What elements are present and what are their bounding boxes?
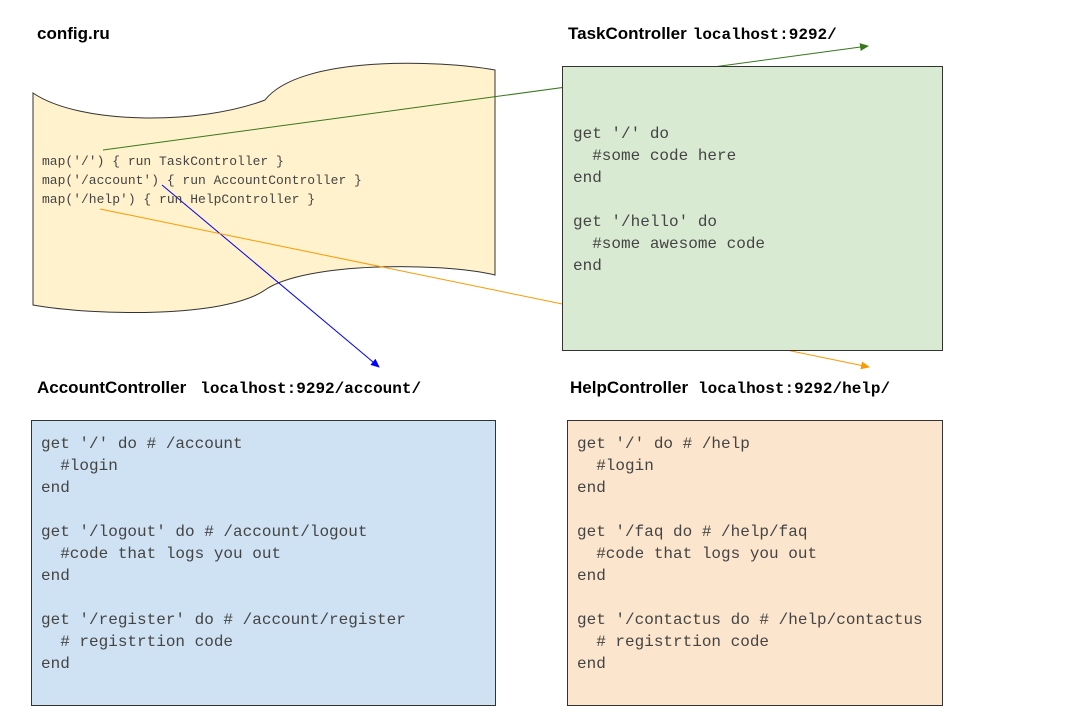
config-line-1: map('/') { run TaskController } bbox=[42, 154, 284, 169]
task-controller-title: TaskController localhost:9292/ bbox=[568, 24, 837, 44]
account-controller-title: AccountController localhost:9292/account/ bbox=[37, 378, 421, 398]
task-controller-name: TaskController bbox=[568, 24, 687, 43]
help-controller-title: HelpController localhost:9292/help/ bbox=[570, 378, 890, 398]
config-code: map('/') { run TaskController } map('/ac… bbox=[42, 152, 362, 209]
account-controller-name: AccountController bbox=[37, 378, 187, 397]
arrow-to-account-controller bbox=[161, 184, 380, 368]
account-controller-url: localhost:9292/account/ bbox=[200, 380, 422, 398]
config-line-3: map('/help') { run HelpController } bbox=[42, 192, 316, 207]
help-controller-box: get '/' do # /help #login end get '/faq … bbox=[567, 420, 943, 706]
account-controller-code: get '/' do # /account #login end get '/l… bbox=[41, 435, 406, 673]
help-controller-url: localhost:9292/help/ bbox=[698, 380, 891, 398]
task-controller-box: get '/' do #some code here end get '/hel… bbox=[562, 66, 943, 351]
config-line-2: map('/account') { run AccountController … bbox=[42, 173, 362, 188]
task-controller-code: get '/' do #some code here end get '/hel… bbox=[573, 125, 766, 275]
config-scroll-shape bbox=[32, 62, 496, 314]
account-controller-box: get '/' do # /account #login end get '/l… bbox=[31, 420, 496, 706]
help-controller-code: get '/' do # /help #login end get '/faq … bbox=[577, 435, 923, 673]
config-title-text: config.ru bbox=[37, 24, 110, 43]
arrow-to-task-controller bbox=[102, 43, 869, 151]
task-controller-url: localhost:9292/ bbox=[692, 26, 837, 44]
help-controller-name: HelpController bbox=[570, 378, 689, 397]
config-title: config.ru bbox=[37, 24, 110, 44]
